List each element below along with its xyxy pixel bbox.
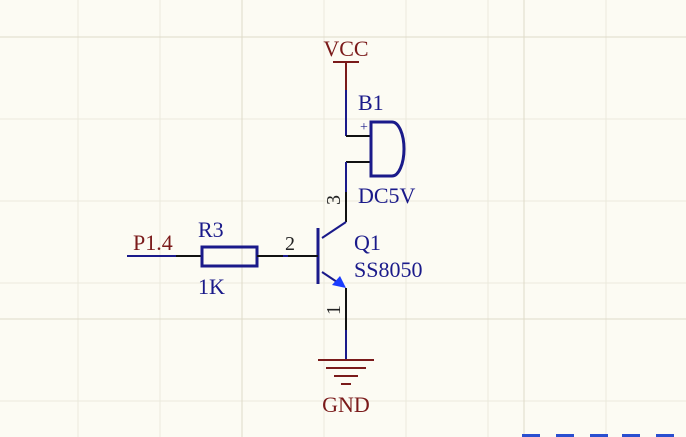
resistor-value: 1K [198,274,225,299]
gnd-label: GND [322,392,370,417]
resistor-designator: R3 [198,217,224,242]
input-net-p1-4[interactable]: P1.4 [127,230,176,257]
transistor-q1[interactable]: Q1 SS8050 2 3 1 [285,192,422,330]
buzzer-polarity-mark: + [360,120,368,135]
buzzer-value: DC5V [358,183,416,208]
emitter-arrow-icon [332,276,346,288]
buzzer-b1[interactable]: + B1 DC5V [346,90,416,208]
gnd-power-port[interactable]: GND [318,359,374,417]
transistor-designator: Q1 [354,230,381,255]
pin-number-collector: 3 [323,195,345,205]
vcc-label: VCC [323,36,368,61]
buzzer-body [369,120,406,178]
pin-number-emitter: 1 [323,305,345,315]
input-net-label: P1.4 [133,230,173,255]
buzzer-designator: B1 [358,90,384,115]
resistor-r3[interactable]: R3 1K [176,217,283,299]
transistor-part: SS8050 [354,257,422,282]
pin-number-base: 2 [285,233,295,255]
resistor-body [200,245,259,268]
vcc-power-port[interactable]: VCC [323,36,369,90]
edge-marks [522,434,674,437]
